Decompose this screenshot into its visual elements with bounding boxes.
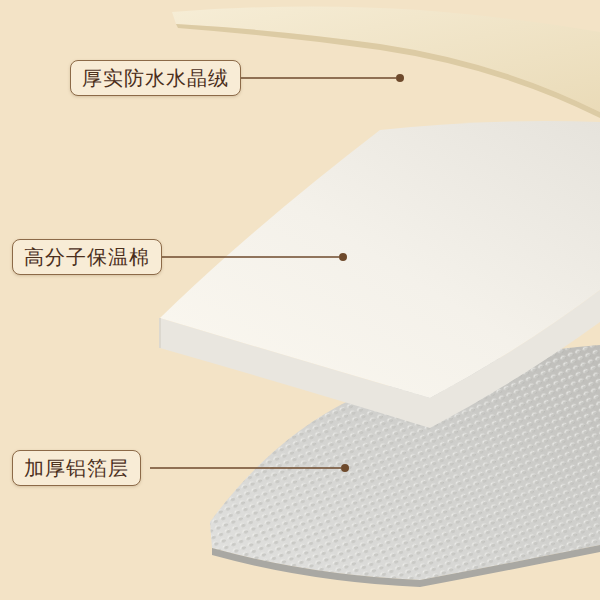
leader-dot [341, 464, 349, 472]
callout-label: 加厚铝箔层 [24, 455, 129, 481]
leader-line [160, 256, 339, 257]
callout-label: 高分子保温棉 [24, 244, 150, 270]
foam-top-surface [160, 121, 600, 398]
leader-dot [396, 74, 404, 82]
leader-line [150, 467, 341, 468]
callout-label-box: 加厚铝箔层 [12, 450, 141, 486]
leader-line [220, 77, 396, 78]
fleece-sheet [172, 6, 600, 112]
callout-label-box: 厚实防水水晶绒 [70, 60, 241, 96]
foam-corner [159, 318, 161, 348]
foil-edge [212, 545, 600, 587]
leader-dot [339, 253, 347, 261]
callout-label: 厚实防水水晶绒 [82, 65, 229, 91]
callout-label-box: 高分子保温棉 [12, 239, 162, 275]
